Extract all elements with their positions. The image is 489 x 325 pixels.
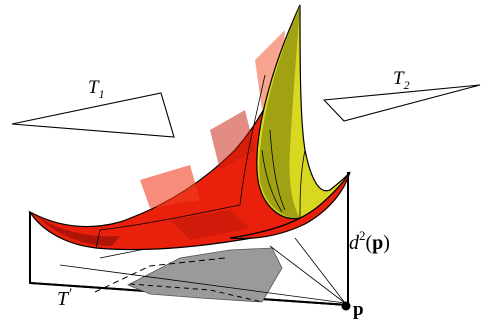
triangle-t2 [322,84,481,122]
distance-surface-yellow [256,4,351,220]
label-t1: T1 [88,77,105,101]
triangle-t1 [11,92,175,138]
surface-front-lip [229,171,351,240]
label-t-prime: T′ [57,286,72,310]
point-p-marker [341,301,351,311]
projection-shadow [59,237,346,304]
label-d2-p: d2(p) [349,228,390,254]
label-point-p: p [353,299,364,320]
label-t2: T2 [393,68,410,92]
distance-surface-red [28,4,322,251]
